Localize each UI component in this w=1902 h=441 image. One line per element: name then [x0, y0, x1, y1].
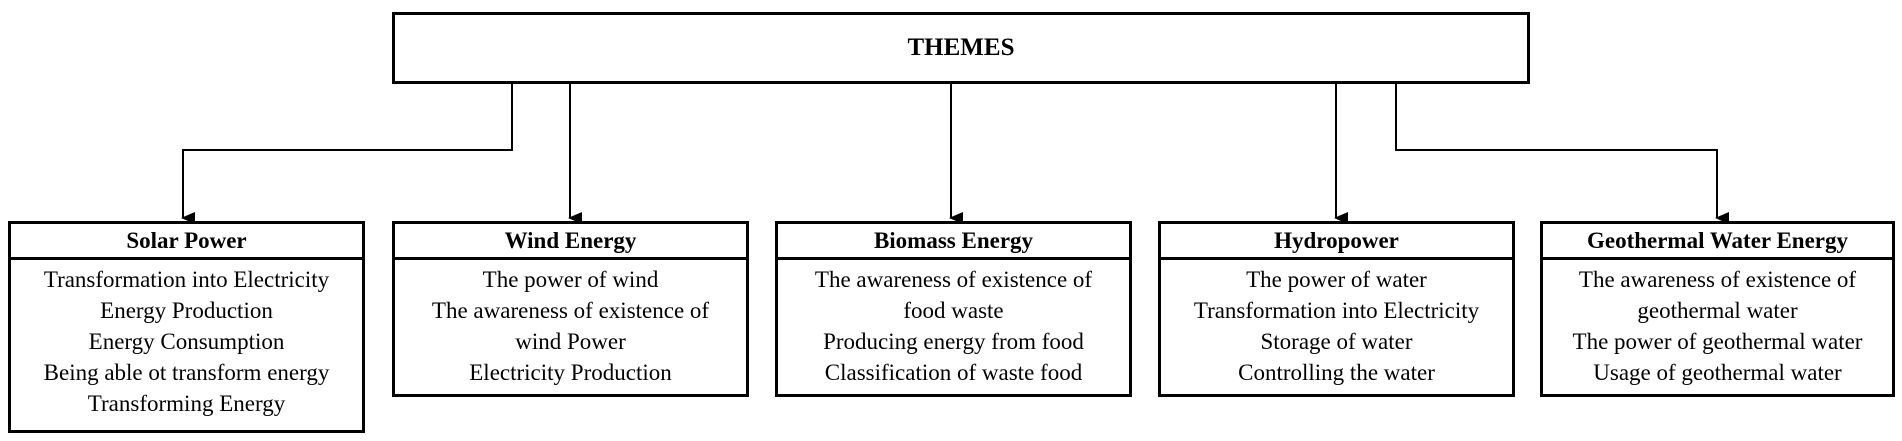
- list-item: Being able ot transform energy: [43, 360, 330, 385]
- theme-items: Transformation into Electricity Energy P…: [11, 260, 362, 419]
- list-item: The power of wind: [482, 267, 659, 292]
- theme-title: Solar Power: [11, 224, 362, 260]
- list-item: The awareness of existence of: [814, 267, 1093, 292]
- root-label: THEMES: [907, 34, 1015, 61]
- theme-biomass-energy: Biomass Energy The awareness of existenc…: [775, 221, 1132, 397]
- list-item: Energy Production: [100, 298, 273, 323]
- theme-title: Geothermal Water Energy: [1543, 224, 1892, 260]
- list-item: Transforming Energy: [87, 391, 286, 416]
- list-item: Controlling the water: [1238, 360, 1435, 385]
- list-item: The awareness of existence of: [1578, 267, 1857, 292]
- list-item: Classification of waste food: [824, 360, 1083, 385]
- root-node: THEMES: [392, 12, 1530, 84]
- list-item: food waste: [903, 298, 1004, 323]
- theme-hydropower: Hydropower The power of water Transforma…: [1158, 221, 1515, 397]
- list-item: Usage of geothermal water: [1593, 360, 1842, 385]
- list-item: Transformation into Electricity: [1193, 298, 1480, 323]
- theme-items: The power of wind The awareness of exist…: [395, 260, 746, 388]
- arrow-to-geothermal-water-energy: [1395, 84, 1729, 224]
- list-item: wind Power: [515, 329, 626, 354]
- list-item: Transformation into Electricity: [43, 267, 330, 292]
- theme-solar-power: Solar Power Transformation into Electric…: [8, 221, 365, 433]
- theme-wind-energy: Wind Energy The power of wind The awaren…: [392, 221, 749, 397]
- theme-items: The power of water Transformation into E…: [1161, 260, 1512, 388]
- list-item: Producing energy from food: [823, 329, 1084, 354]
- list-item: geothermal water: [1637, 298, 1798, 323]
- list-item: Energy Consumption: [88, 329, 285, 354]
- theme-items: The awareness of existence of geothermal…: [1543, 260, 1892, 388]
- list-item: The power of water: [1246, 267, 1427, 292]
- theme-title: Wind Energy: [395, 224, 746, 260]
- theme-title: Hydropower: [1161, 224, 1512, 260]
- list-item: Storage of water: [1260, 329, 1413, 354]
- theme-geothermal-water-energy: Geothermal Water Energy The awareness of…: [1540, 221, 1895, 397]
- list-item: The power of geothermal water: [1572, 329, 1863, 354]
- list-item: Electricity Production: [469, 360, 672, 385]
- theme-title: Biomass Energy: [778, 224, 1129, 260]
- arrow-to-solar-power: [181, 84, 513, 224]
- list-item: The awareness of existence of: [431, 298, 710, 323]
- theme-items: The awareness of existence of food waste…: [778, 260, 1129, 388]
